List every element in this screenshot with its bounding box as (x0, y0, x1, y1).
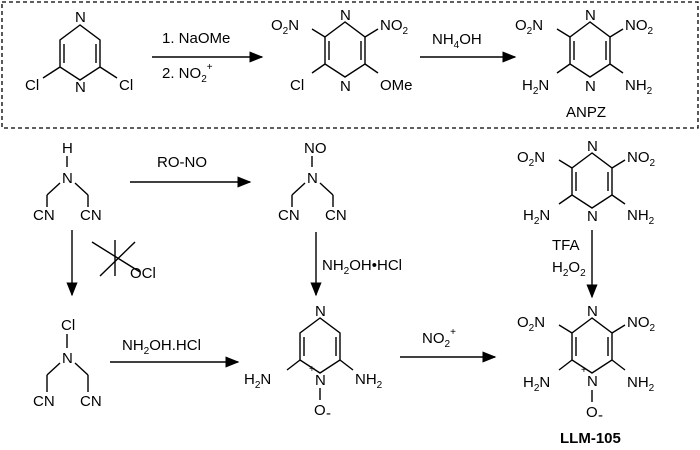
svg-text:N: N (587, 303, 598, 320)
svg-text:N: N (315, 372, 326, 389)
svg-text:NH2: NH2 (627, 374, 655, 394)
svg-text:OCl: OCl (130, 265, 156, 282)
svg-text:O2N: O2N (515, 17, 543, 37)
svg-text:NO: NO (304, 140, 327, 157)
svg-text:N: N (315, 303, 326, 320)
svg-text:CN: CN (278, 207, 300, 224)
svg-text:NO2: NO2 (627, 314, 656, 334)
svg-text:+: + (581, 365, 587, 376)
iminodiacetonitrile: H N CN CN (33, 140, 102, 224)
llm105-structure: O2N N NO2 H2N N + O - NH2 LLM-105 (517, 303, 656, 447)
atom-cl: Cl (290, 77, 304, 94)
svg-text:NH2: NH2 (625, 77, 653, 97)
dashed-box (1, 1, 699, 129)
svg-text:H2N: H2N (522, 77, 549, 97)
svg-text:N: N (307, 170, 318, 187)
svg-text:O2N: O2N (271, 17, 299, 37)
svg-text:N: N (62, 350, 73, 367)
anpz-structure: O2N N NO2 H2N N NH2 ANPZ (515, 7, 654, 121)
reagent-h2o2: H2O2 (552, 259, 586, 279)
chloro-methoxy-dinitropyrazine: O2N N NO2 Cl N OMe (271, 7, 413, 95)
svg-text:CN: CN (80, 207, 102, 224)
svg-text:NO2: NO2 (380, 17, 409, 37)
atom-n-top: N (75, 9, 86, 26)
svg-text:N: N (587, 138, 598, 155)
svg-text:+: + (309, 364, 315, 375)
svg-text:N: N (62, 170, 73, 187)
reagent-no2: 2. NO2+ (162, 62, 213, 85)
svg-text:NH2: NH2 (627, 207, 655, 227)
svg-text:CN: CN (80, 393, 102, 410)
svg-text:O2N: O2N (517, 314, 545, 334)
reagent-nh4oh: NH4OH (432, 31, 482, 51)
anpz-label: ANPZ (566, 104, 606, 121)
svg-text:-: - (598, 407, 603, 424)
svg-text:H2N: H2N (244, 371, 271, 391)
svg-text:H2N: H2N (523, 207, 550, 227)
svg-text:H: H (62, 140, 73, 157)
svg-text:O: O (586, 404, 598, 421)
diaminopyrazine-n-oxide: N N + O - H2N NH2 (244, 303, 383, 422)
reagent-nh2oh-hcl-1: NH2OH.HCl (122, 337, 201, 357)
reagent-no2-plus: NO2+ (422, 327, 456, 350)
reagent-naome: 1. NaOMe (162, 30, 230, 47)
atom-n-bottom: N (75, 79, 86, 96)
svg-text:O: O (314, 402, 326, 419)
dichloropyrazine: N Cl N Cl (25, 9, 133, 96)
llm105-label: LLM-105 (560, 430, 621, 447)
svg-text:NO2: NO2 (627, 149, 656, 169)
svg-text:-: - (326, 405, 331, 422)
reagent-tfa: TFA (552, 237, 580, 254)
svg-text:O2N: O2N (517, 149, 545, 169)
anpz-structure-right: O2N N NO2 H2N N NH2 (517, 138, 656, 227)
atom-cl-right: Cl (119, 77, 133, 94)
svg-text:NH2: NH2 (355, 371, 383, 391)
atom-n-top: N (340, 7, 351, 24)
svg-text:N: N (585, 78, 596, 95)
atom-cl-left: Cl (25, 77, 39, 94)
svg-text:N: N (587, 373, 598, 390)
reagent-rono: RO-NO (157, 154, 207, 171)
svg-text:CN: CN (325, 207, 347, 224)
reagent-nh2oh-hcl-2: NH2OH•HCl (322, 257, 402, 277)
tbuocl-reagent: OCl (91, 240, 156, 282)
atom-n-bottom: N (340, 78, 351, 95)
svg-text:N: N (585, 7, 596, 24)
svg-text:H2N: H2N (523, 374, 550, 394)
svg-text:N: N (587, 208, 598, 225)
svg-text:CN: CN (33, 393, 55, 410)
svg-text:NO2: NO2 (625, 17, 654, 37)
svg-text:CN: CN (33, 207, 55, 224)
chloro-iminodiacetonitrile: Cl N CN CN (33, 317, 102, 410)
atom-ome: OMe (380, 77, 413, 94)
svg-text:Cl: Cl (61, 317, 75, 334)
nitroso-iminodiacetonitrile: NO N CN CN (278, 140, 347, 224)
